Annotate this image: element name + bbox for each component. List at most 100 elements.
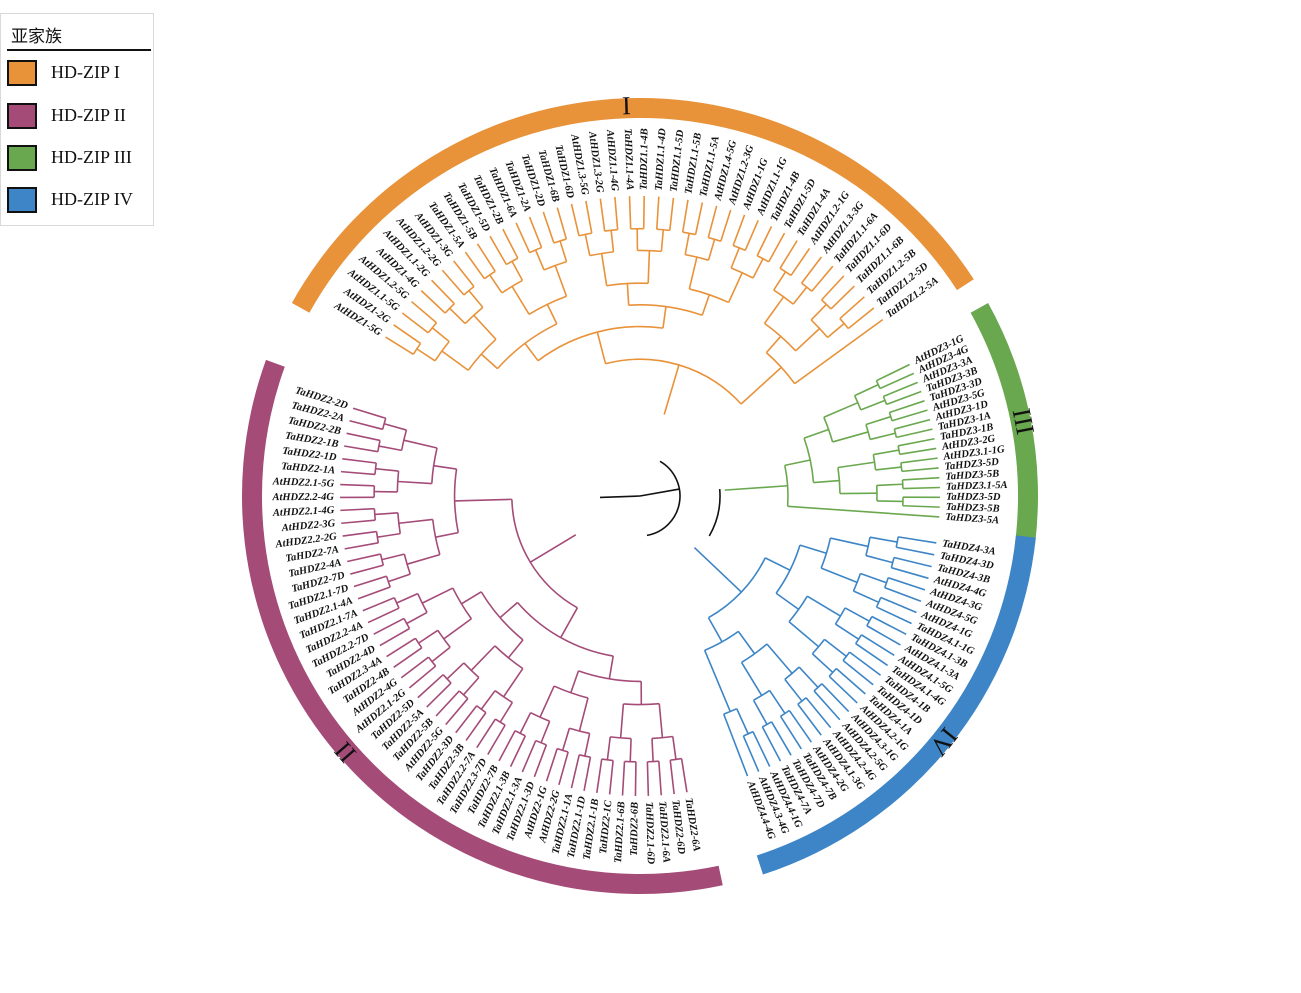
tree-branch [344, 445, 378, 453]
tree-branch [446, 662, 465, 680]
leaf-label: TaHDZ3-5B [946, 502, 1000, 515]
legend-item-hdzip1: HD-ZIP I [7, 60, 153, 94]
tree-arc [501, 279, 523, 294]
tree-branch [810, 303, 827, 321]
tree-branch [628, 196, 632, 229]
tree-branch [828, 675, 858, 704]
tree-branch [386, 637, 416, 658]
tree-arc [895, 536, 899, 548]
tree-branch [480, 690, 496, 710]
tree-branch [599, 198, 606, 232]
tree-branch [768, 232, 786, 263]
tree-branch [476, 243, 496, 272]
tree-branch [681, 199, 689, 233]
tree-arc [765, 352, 796, 385]
tree-arc [865, 537, 871, 556]
tree-branch [545, 748, 558, 782]
tree-arc [529, 246, 542, 254]
legend-swatch [7, 103, 37, 129]
tree-branch [502, 228, 519, 259]
tree-branch [606, 736, 612, 760]
legend-swatch [7, 145, 37, 171]
leaf-label: TaHDZ1.1-4D [654, 128, 669, 191]
tree-arc [775, 544, 801, 594]
tree-branch [584, 733, 591, 757]
tree-branch [880, 596, 917, 614]
tree-branch [373, 617, 405, 635]
tree-branch [891, 409, 928, 422]
tree-branch [773, 271, 787, 291]
tree-branch [629, 738, 632, 762]
tree-branch [658, 761, 663, 796]
tree-branch [480, 353, 499, 370]
tree-branch [813, 690, 841, 721]
tree-branch [792, 286, 808, 305]
leaf-label: TaHDZ1.1-5D [669, 129, 687, 193]
tree-branch [897, 536, 937, 544]
tree-branch [701, 294, 711, 316]
tree-branch [779, 240, 798, 269]
tree-branch [688, 256, 698, 290]
tree-arc [784, 666, 800, 680]
tree-branch [596, 758, 603, 793]
tree-branch [837, 461, 875, 469]
tree-branch [403, 439, 438, 449]
tree-branch [398, 518, 433, 525]
tree-branch [732, 214, 746, 246]
tree-branch [823, 401, 859, 418]
tree-branch [722, 713, 749, 777]
tree-branch [720, 209, 732, 242]
tree-branch [860, 399, 886, 411]
tree-branch [794, 319, 884, 385]
tree-branch [524, 342, 539, 362]
tree-branch [487, 724, 506, 755]
tree-branch [839, 296, 865, 320]
tree-branch [835, 667, 866, 695]
tree-branch [855, 642, 889, 667]
tree-branch [876, 363, 910, 382]
tree-branch [707, 205, 718, 238]
tree-branch [406, 611, 428, 625]
tree-branch [621, 761, 626, 796]
tree-branch [736, 708, 749, 735]
tree-branch [534, 249, 545, 271]
subfamily-legend: 亚家族 HD-ZIP I HD-ZIP II HD-ZIP III HD-ZIP… [0, 13, 154, 226]
leaf-label: AtHDZ2.1-5G [272, 476, 335, 489]
tree-branch [672, 736, 677, 760]
tree-arc [375, 531, 380, 543]
tree-branch [570, 754, 581, 789]
tree-arc [605, 358, 742, 405]
legend-title: 亚家族 [11, 27, 62, 47]
tree-branch [357, 586, 391, 600]
tree-branch [902, 476, 940, 481]
root-arc [646, 460, 681, 537]
clade-band [970, 303, 1038, 545]
tree-branch [869, 432, 896, 441]
tree-arc [834, 607, 846, 625]
tree-arc [723, 707, 738, 715]
tree-arc [452, 587, 473, 620]
tree-branch [596, 331, 607, 364]
tree-branch [378, 445, 402, 452]
tree-branch [344, 542, 379, 550]
tree-branch [352, 407, 386, 420]
tree-arc [866, 616, 873, 627]
tree-branch [730, 247, 741, 269]
tree-branch [342, 457, 377, 464]
tree-branch [600, 253, 608, 286]
tree-arc [606, 282, 649, 287]
tree-branch [876, 500, 903, 503]
tree-branch [465, 712, 487, 741]
tree-branch [416, 348, 436, 362]
tree-branch [844, 607, 870, 622]
tree-branch [655, 196, 660, 230]
tree-branch [462, 676, 480, 696]
leaf-label: TaHDZ3-5B [945, 468, 999, 482]
tree-branch [614, 196, 619, 230]
tree-branch [865, 415, 891, 426]
tree-arc [839, 318, 849, 330]
tree-branch [634, 761, 637, 796]
tree-branch [489, 274, 503, 294]
